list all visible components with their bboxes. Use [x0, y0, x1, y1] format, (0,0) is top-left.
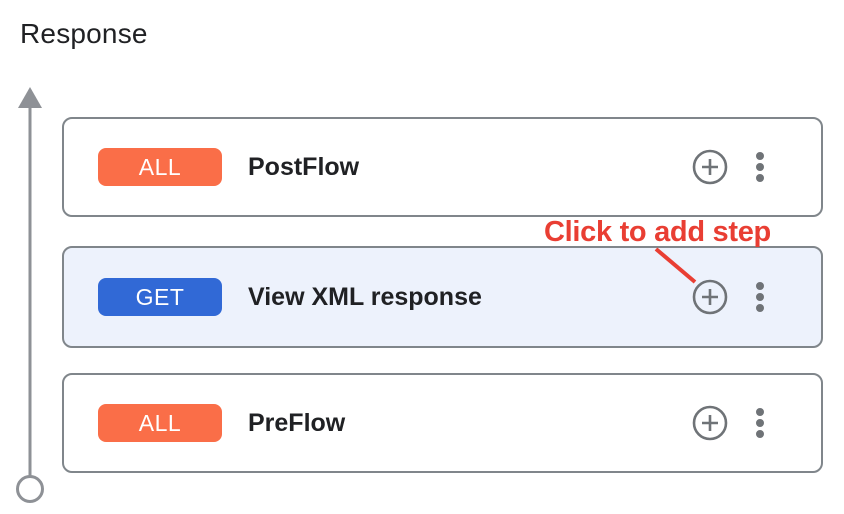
kebab-menu-icon — [756, 152, 764, 182]
flow-step-label: PostFlow — [248, 152, 360, 181]
method-badge: ALL — [98, 404, 222, 442]
card-actions — [691, 403, 767, 443]
method-badge: ALL — [98, 148, 222, 186]
flow-step-label: PreFlow — [248, 408, 346, 437]
kebab-menu-icon — [756, 408, 764, 438]
plus-circle-icon — [692, 405, 728, 441]
add-step-annotation-label: Click to add step — [544, 216, 771, 248]
card-actions — [691, 277, 767, 317]
add-step-button[interactable] — [691, 278, 729, 316]
flow-direction-arrow — [16, 87, 44, 503]
flow-card-preflow[interactable]: ALL PreFlow — [62, 373, 823, 473]
add-step-button[interactable] — [691, 404, 729, 442]
card-actions — [691, 147, 767, 187]
flow-step-label: View XML response — [248, 282, 482, 311]
arrow-up-icon — [18, 87, 42, 477]
plus-circle-icon — [692, 279, 728, 315]
method-badge: GET — [98, 278, 222, 316]
flow-card-view-xml-response[interactable]: GET View XML response — [62, 246, 823, 348]
kebab-menu-icon — [756, 282, 764, 312]
plus-circle-icon — [692, 149, 728, 185]
add-step-button[interactable] — [691, 148, 729, 186]
more-options-button[interactable] — [753, 403, 767, 443]
flow-card-postflow[interactable]: ALL PostFlow — [62, 117, 823, 217]
more-options-button[interactable] — [753, 277, 767, 317]
more-options-button[interactable] — [753, 147, 767, 187]
page-title: Response — [20, 18, 148, 49]
flow-terminal-circle-icon — [16, 475, 44, 503]
